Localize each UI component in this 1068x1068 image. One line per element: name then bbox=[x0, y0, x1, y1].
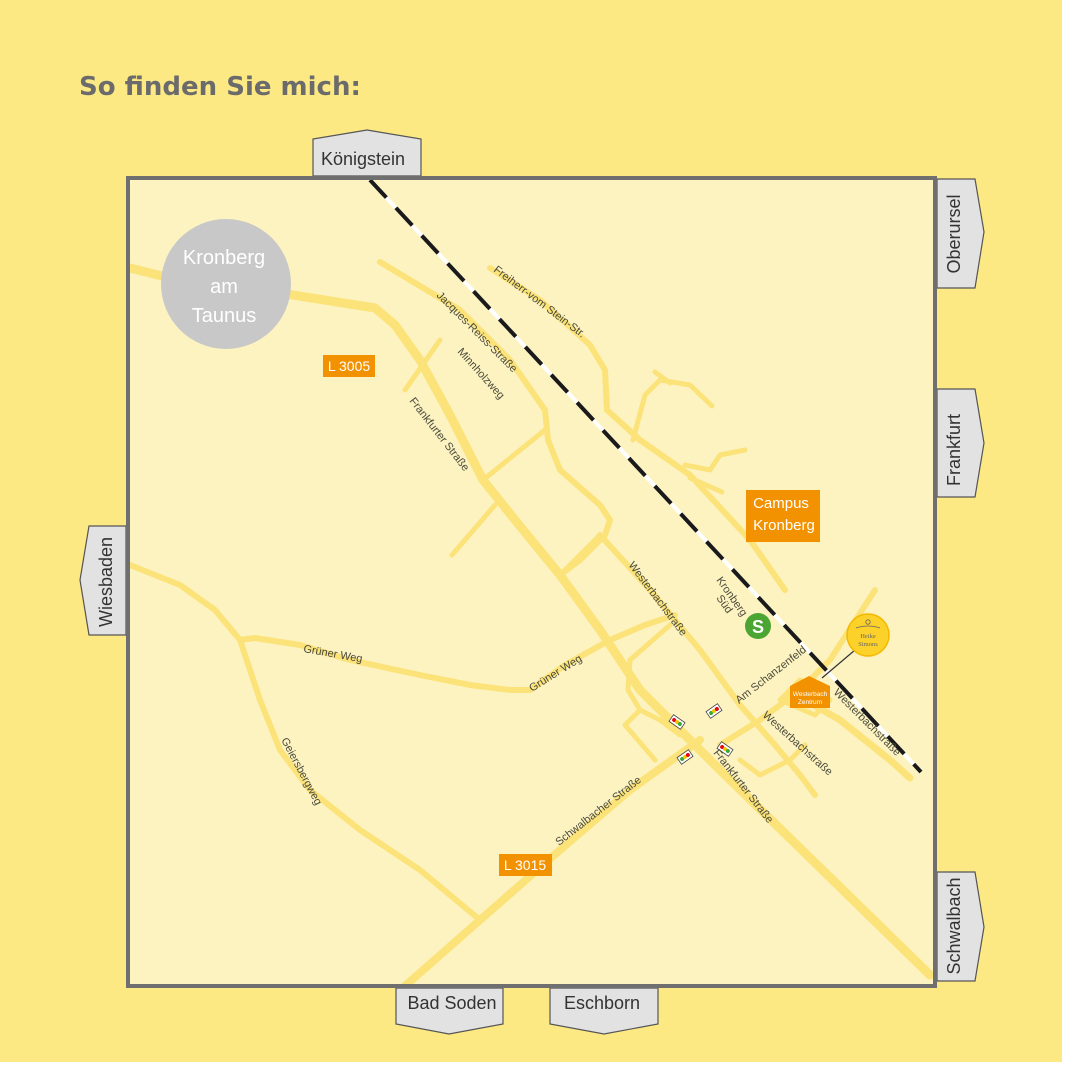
traffic-light-icon bbox=[716, 741, 734, 757]
road-stub-campus bbox=[687, 475, 725, 495]
traffic-light-icon bbox=[668, 714, 686, 730]
person-logo-icon bbox=[855, 619, 881, 629]
direction-label-wiesbaden: Wiesbaden bbox=[96, 537, 116, 627]
s-bahn-symbol: S bbox=[752, 617, 764, 637]
direction-sign-schwalbach[interactable]: Schwalbach bbox=[936, 871, 985, 982]
town-name-line2: am bbox=[210, 276, 238, 298]
town-marker: Kronberg am Taunus bbox=[161, 219, 291, 349]
road-stub-north bbox=[652, 369, 673, 386]
building-marker-icon bbox=[790, 676, 830, 708]
road-connector-a bbox=[480, 427, 548, 483]
westerbach-zentrum-marker: Westerbach Zentrum bbox=[790, 676, 830, 708]
direction-label-eschborn: Eschborn bbox=[564, 993, 640, 1013]
direction-label-frankfurt: Frankfurt bbox=[944, 414, 964, 486]
traffic-light-icon bbox=[676, 749, 694, 765]
route-badge-l3015: L 3015 bbox=[499, 854, 552, 876]
road-westerbachstrasse-east bbox=[801, 696, 914, 782]
direction-sign-bad-soden[interactable]: Bad Soden bbox=[395, 987, 504, 1035]
page-edge-right bbox=[1062, 0, 1068, 1068]
road-minnholzweg bbox=[402, 337, 443, 393]
direction-label-schwalbach: Schwalbach bbox=[944, 877, 964, 974]
direction-sign-eschborn[interactable]: Eschborn bbox=[549, 987, 659, 1035]
direction-label-koenigstein: Königstein bbox=[321, 149, 405, 169]
campus-label-line2: Kronberg bbox=[753, 517, 815, 534]
road-connector-c bbox=[557, 532, 603, 578]
road-connector-d bbox=[627, 622, 673, 663]
road-gruener-weg-east bbox=[607, 612, 678, 643]
campus-kronberg-marker: Campus Kronberg bbox=[746, 490, 820, 542]
campus-label-line1: Campus bbox=[753, 495, 809, 512]
s-bahn-icon: S bbox=[745, 613, 771, 639]
road-connector-b bbox=[449, 502, 498, 558]
road-loop-south bbox=[622, 707, 658, 763]
town-name-line1: Kronberg bbox=[183, 247, 265, 269]
traffic-light-icon bbox=[705, 703, 723, 719]
direction-sign-wiesbaden[interactable]: Wiesbaden bbox=[79, 525, 127, 636]
center-label-line2: Zentrum bbox=[798, 699, 822, 706]
direction-sign-oberursel[interactable]: Oberursel bbox=[936, 178, 985, 289]
page-title: So finden Sie mich: bbox=[79, 72, 361, 102]
town-name-line3: Taunus bbox=[192, 305, 257, 327]
heike-simons-logo: Heike Simons bbox=[821, 613, 890, 679]
road-loop-campus bbox=[682, 447, 748, 473]
road-loop-southeast bbox=[737, 742, 808, 778]
logo-label-line1: Heike bbox=[860, 633, 876, 640]
route-badge-l3005-label: L 3005 bbox=[328, 358, 371, 374]
map-frame bbox=[126, 176, 937, 988]
traffic-lights bbox=[668, 703, 734, 765]
route-badge-l3005: L 3005 bbox=[323, 355, 375, 377]
road-schwalbacher-strasse bbox=[401, 736, 704, 986]
direction-sign-frankfurt[interactable]: Frankfurt bbox=[936, 388, 985, 498]
road-loop-north bbox=[630, 377, 715, 443]
direction-label-bad-soden: Bad Soden bbox=[407, 993, 496, 1013]
railway-line-icon bbox=[368, 178, 923, 774]
road-westerbachstrasse bbox=[597, 532, 818, 798]
page-edge-bottom bbox=[0, 1062, 1068, 1068]
road-freiherr-vom-stein-strasse bbox=[487, 265, 788, 593]
road-jacques-reiss-strasse bbox=[377, 259, 613, 578]
logo-label-line2: Simons bbox=[858, 641, 878, 648]
route-badge-l3015-label: L 3015 bbox=[504, 857, 547, 873]
road-gruener-weg bbox=[128, 562, 613, 693]
direction-label-oberursel: Oberursel bbox=[944, 194, 964, 273]
road-geiersbergweg bbox=[237, 637, 483, 923]
direction-sign-koenigstein[interactable]: Königstein bbox=[312, 129, 422, 177]
center-label-line1: Westerbach bbox=[793, 691, 828, 698]
